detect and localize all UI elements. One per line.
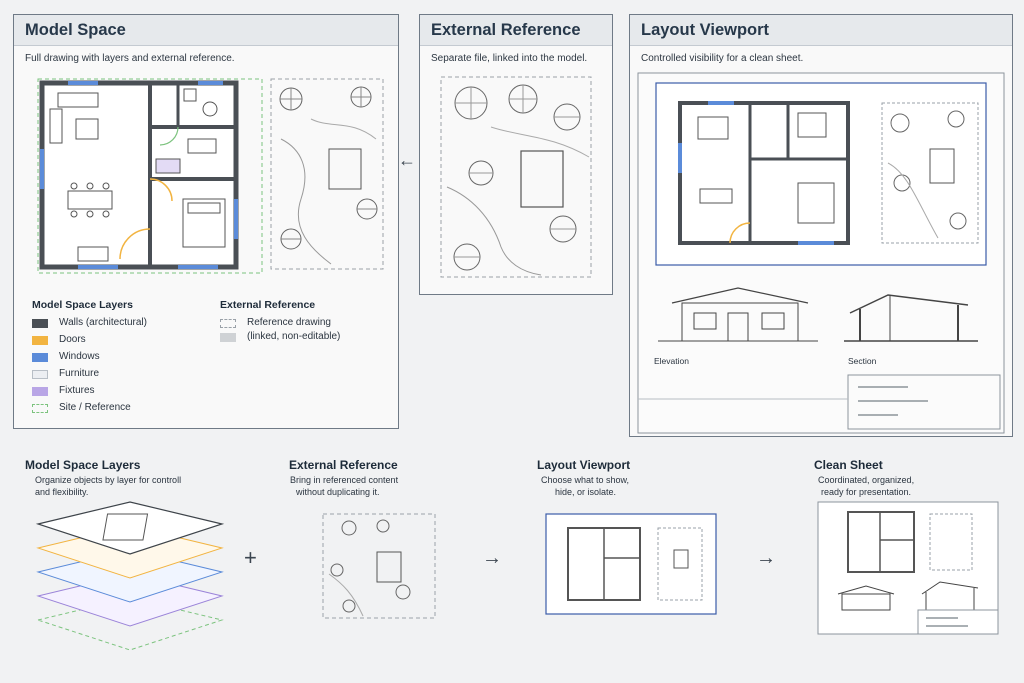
step1-desc-line1: Organize objects by layer for controll	[35, 475, 182, 485]
step3-desc-line1: Choose what to show,	[541, 475, 630, 485]
layer-label: Doors	[59, 334, 86, 345]
xref-linked-note: (linked, non-editable)	[220, 331, 390, 345]
external-reference-panel: External Reference Separate file, linked…	[419, 14, 613, 295]
clean-sheet-thumbnail	[817, 501, 999, 635]
layer-stack-illustration	[35, 501, 225, 651]
xref-swatch	[220, 319, 236, 328]
elevation-label: Elevation	[654, 356, 689, 366]
layout-viewport-header: Layout Viewport	[630, 15, 1012, 46]
external-reference-subtitle: Separate file, linked into the model.	[431, 53, 588, 64]
layer-walls: Walls (architectural)	[32, 317, 232, 331]
layer-swatch	[32, 319, 48, 328]
layer-label: Fixtures	[59, 385, 95, 396]
layer-fixtures: Fixtures	[32, 385, 232, 399]
step4-desc-line2: ready for presentation.	[821, 487, 912, 497]
xref-label: Reference drawing	[247, 317, 331, 328]
model-space-layers-title: Model Space Layers	[32, 299, 133, 311]
layer-furniture: Furniture	[32, 368, 232, 382]
layer-swatch	[32, 370, 48, 379]
layer-swatch	[32, 353, 48, 362]
external-reference-thumbnail	[322, 513, 436, 619]
layer-swatch	[32, 404, 48, 413]
step2-desc-line2: without duplicating it.	[296, 487, 380, 497]
layer-doors: Doors	[32, 334, 232, 348]
layout-viewport-subtitle: Controlled visibility for a clean sheet.	[641, 53, 804, 64]
step1-desc-line2: and flexibility.	[35, 487, 89, 497]
model-space-panel: Model Space Full drawing with layers and…	[13, 14, 399, 429]
step2-title: External Reference	[289, 458, 398, 472]
layer-swatch	[32, 336, 48, 345]
layer-label: Windows	[59, 351, 100, 362]
layout-viewport-title: Layout Viewport	[641, 21, 770, 39]
external-reference-title: External Reference	[431, 21, 581, 39]
model-space-floor-plan	[37, 78, 263, 274]
xref-label: (linked, non-editable)	[247, 331, 341, 342]
model-space-subtitle: Full drawing with layers and external re…	[25, 53, 235, 64]
step3-title: Layout Viewport	[537, 458, 631, 472]
model-space-header: Model Space	[14, 15, 398, 46]
layout-viewport-panel: Layout Viewport Controlled visibility fo…	[629, 14, 1013, 437]
step3-desc-line2: hide, or isolate.	[555, 487, 617, 497]
layout-sheet-drawing	[637, 72, 1005, 434]
layer-label: Site / Reference	[59, 402, 131, 413]
right-arrow-icon: →	[756, 547, 776, 569]
step1-title: Model Space Layers	[25, 458, 141, 472]
layer-site-reference: Site / Reference	[32, 402, 232, 416]
xref-legend-title: External Reference	[220, 299, 316, 311]
step4-title: Clean Sheet	[814, 458, 883, 472]
model-space-site-xref	[270, 78, 384, 270]
model-space-title: Model Space	[25, 21, 126, 39]
left-arrow-icon: ←	[398, 150, 416, 170]
step2-desc-line1: Bring in referenced content	[290, 475, 399, 485]
layer-label: Walls (architectural)	[59, 317, 147, 328]
right-arrow-icon: →	[482, 547, 502, 569]
step4-desc-line1: Coordinated, organized,	[818, 475, 915, 485]
external-reference-header: External Reference	[420, 15, 612, 46]
layer-label: Furniture	[59, 368, 100, 379]
layer-windows: Windows	[32, 351, 232, 365]
layer-swatch	[32, 387, 48, 396]
xref-reference-drawing: Reference drawing	[220, 317, 390, 331]
xref-swatch	[220, 333, 236, 342]
plus-icon: +	[244, 545, 257, 570]
section-label: Section	[848, 356, 877, 366]
layout-viewport-thumbnail	[545, 513, 717, 615]
external-reference-site-plan	[440, 76, 592, 278]
